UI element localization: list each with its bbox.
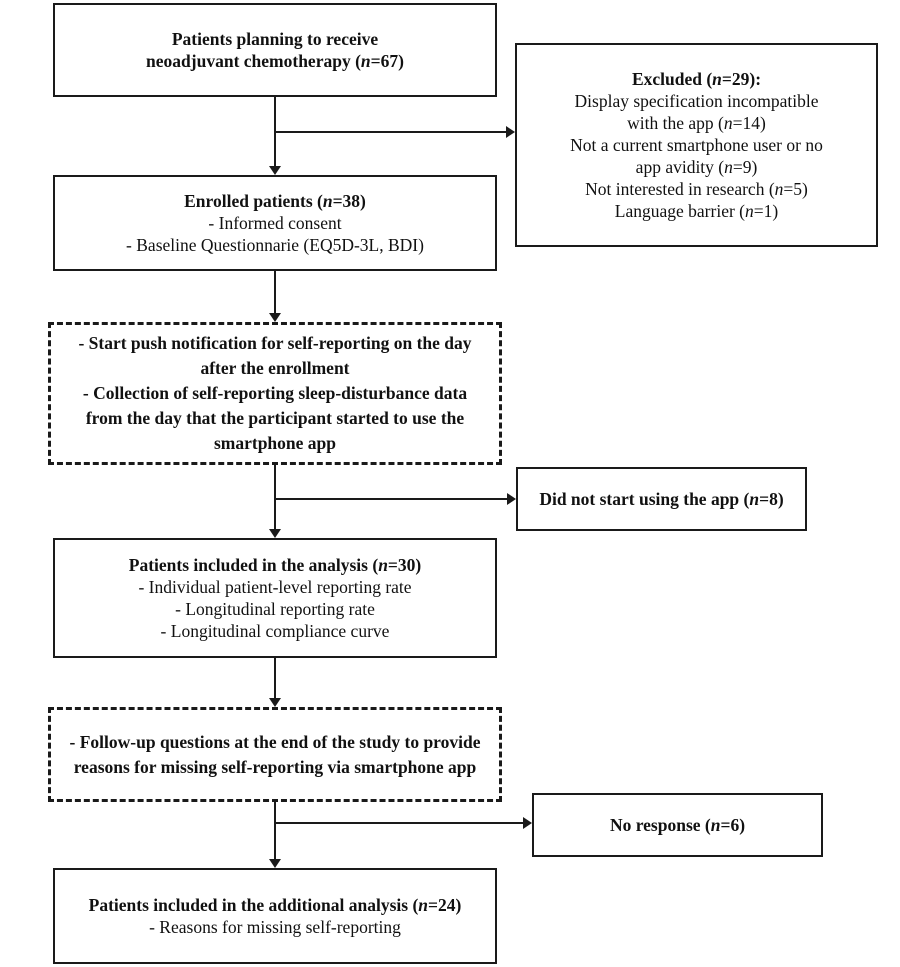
arrow-right-head	[523, 817, 532, 829]
text-line: Excluded (n=29):	[631, 69, 762, 89]
box-did-not-start: Did not start using the app (n=8)	[516, 467, 807, 531]
arrow-down-head	[269, 529, 281, 538]
box-excluded: Excluded (n=29): Display specification i…	[515, 43, 878, 247]
text-line: app avidity (n=9)	[635, 157, 758, 177]
text-line: Not interested in research (n=5)	[585, 179, 808, 199]
connector-line	[274, 498, 507, 500]
box-additional-analysis: Patients included in the additional anal…	[53, 868, 497, 964]
box-no-response: No response (n=6)	[532, 793, 823, 857]
connector-line	[274, 465, 276, 529]
text-line: - Longitudinal reporting rate	[175, 599, 375, 619]
arrow-down-head	[269, 698, 281, 707]
connector-line	[274, 658, 276, 698]
text-line: - Reasons for missing self-reporting	[149, 917, 401, 937]
text-line: - Collection of self-reporting sleep-dis…	[82, 383, 468, 403]
box-analysis: Patients included in the analysis (n=30)…	[53, 538, 497, 658]
arrow-down-head	[269, 859, 281, 868]
text-line: Not a current smartphone user or no	[570, 135, 823, 155]
arrow-down-head	[269, 166, 281, 175]
arrow-right-head	[507, 493, 516, 505]
connector-line	[274, 802, 276, 859]
text-line: - Start push notification for self-repor…	[78, 333, 472, 353]
text-line: Patients included in the additional anal…	[88, 895, 462, 915]
text-line: Did not start using the app (n=8)	[539, 489, 784, 509]
text-line: Language barrier (n=1)	[614, 201, 779, 221]
text-line: - Longitudinal compliance curve	[160, 621, 390, 641]
text-line: after the enrollment	[200, 358, 350, 378]
connector-line	[274, 271, 276, 313]
connector-line	[274, 131, 506, 133]
text-line: reasons for missing self-reporting via s…	[73, 756, 477, 777]
text-line: neoadjuvant chemotherapy (n=67)	[146, 51, 404, 71]
box-followup: - Follow-up questions at the end of the …	[48, 707, 502, 802]
text-line: - Informed consent	[208, 213, 342, 233]
text-line: Patients planning to receive	[171, 29, 379, 49]
arrow-right-head	[506, 126, 515, 138]
text-line: - Baseline Questionnarie (EQ5D-3L, BDI)	[126, 235, 424, 255]
text-line: - Follow-up questions at the end of the …	[69, 731, 481, 752]
arrow-down-head	[269, 313, 281, 322]
box-enrolled-patients: Enrolled patients (n=38) - Informed cons…	[53, 175, 497, 271]
text-line: smartphone app	[213, 433, 337, 453]
connector-line	[274, 822, 523, 824]
text-line: Enrolled patients (n=38)	[184, 191, 366, 211]
text-line: Display specification incompatible	[574, 91, 819, 111]
text-line: - Individual patient-level reporting rat…	[138, 577, 412, 597]
text-line: No response (n=6)	[609, 815, 746, 835]
box-screened-patients: Patients planning to receive neoadjuvant…	[53, 3, 497, 97]
text-line: Patients included in the analysis (n=30)	[128, 555, 422, 575]
text-line: from the day that the participant starte…	[85, 408, 465, 428]
box-intervention: - Start push notification for self-repor…	[48, 322, 502, 465]
text-line: with the app (n=14)	[627, 113, 766, 133]
